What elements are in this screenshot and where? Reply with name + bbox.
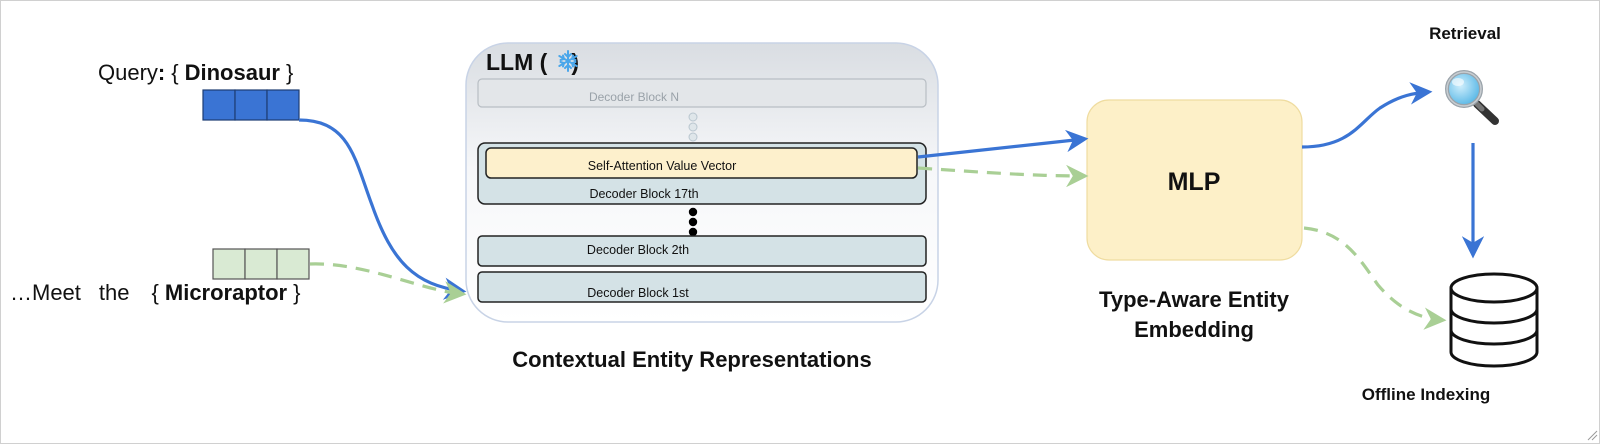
context-token (276, 248, 310, 280)
llm-container: LLM () Decoder Block N (465, 42, 939, 323)
query-colon: : (158, 60, 165, 85)
decoder-block-17th: Self-Attention Value Vector Decoder Bloc… (477, 142, 927, 205)
query-entity: Dinosaur (185, 60, 281, 85)
retrieval-label: Retrieval (1429, 24, 1501, 43)
context-token-blocks (212, 248, 310, 280)
context-entity: Microraptor (165, 280, 288, 305)
resize-grip[interactable] (1587, 430, 1598, 441)
magnifier-icon (1445, 70, 1499, 125)
mlp-label: MLP (1168, 168, 1221, 196)
query-to-llm-arrow (298, 118, 467, 300)
offline-indexing-label: Offline Indexing (1362, 385, 1490, 404)
query-token (202, 89, 236, 121)
query-token-blocks (202, 89, 300, 121)
context-word-meet: Meet (32, 280, 81, 305)
ellipsis-dots (688, 207, 698, 237)
context-close-brace: } (293, 280, 300, 305)
self-attention-label: Self-Attention Value Vector (588, 159, 736, 173)
mlp-to-retrieval-arrow (1301, 82, 1433, 149)
query-open-brace: { (171, 60, 178, 85)
llm-to-mlp-blue-arrow (917, 129, 1089, 159)
query-prefix: Query (98, 60, 158, 85)
context-open-brace: { (152, 280, 159, 305)
context-token (212, 248, 246, 280)
query-close-brace: } (286, 60, 293, 85)
svg-text:Query:{Dinosaur}: Query:{ Dinosaur} (98, 60, 293, 85)
decoder-block-n-label: Decoder Block N (589, 90, 679, 104)
database-icon (1449, 272, 1539, 368)
context-word-the: the (99, 280, 130, 305)
decoder-block-2th: Decoder Block 2th (477, 235, 927, 267)
decoder-block-1st: Decoder Block 1st (477, 271, 927, 303)
decoder-block-2th-label: Decoder Block 2th (587, 243, 689, 257)
self-attention-value-vector (485, 147, 918, 179)
snowflake-icon (558, 50, 578, 72)
decoder-block-1st-label: Decoder Block 1st (587, 286, 689, 300)
mlp-box: MLP (1086, 99, 1303, 261)
llm-to-mlp-green-arrow (917, 164, 1089, 188)
mlp-caption-line2: Embedding (1134, 317, 1254, 342)
context-to-llm-arrow (309, 262, 467, 304)
faded-ellipsis-dots (688, 112, 698, 142)
mlp-to-indexing-arrow (1303, 226, 1447, 330)
context-token (244, 248, 278, 280)
llm-caption: Contextual Entity Representations (512, 347, 871, 372)
mlp-caption-line1: Type-Aware Entity (1099, 287, 1290, 312)
llm-title: LLM () (486, 49, 579, 75)
query-label: Query:{ Dinosaur} (98, 60, 293, 85)
query-token (266, 89, 300, 121)
decoder-block-n: Decoder Block N (477, 78, 927, 108)
context-ellipsis: … (10, 280, 32, 305)
decoder-block-17th-label: Decoder Block 17th (589, 187, 698, 201)
query-token (234, 89, 268, 121)
